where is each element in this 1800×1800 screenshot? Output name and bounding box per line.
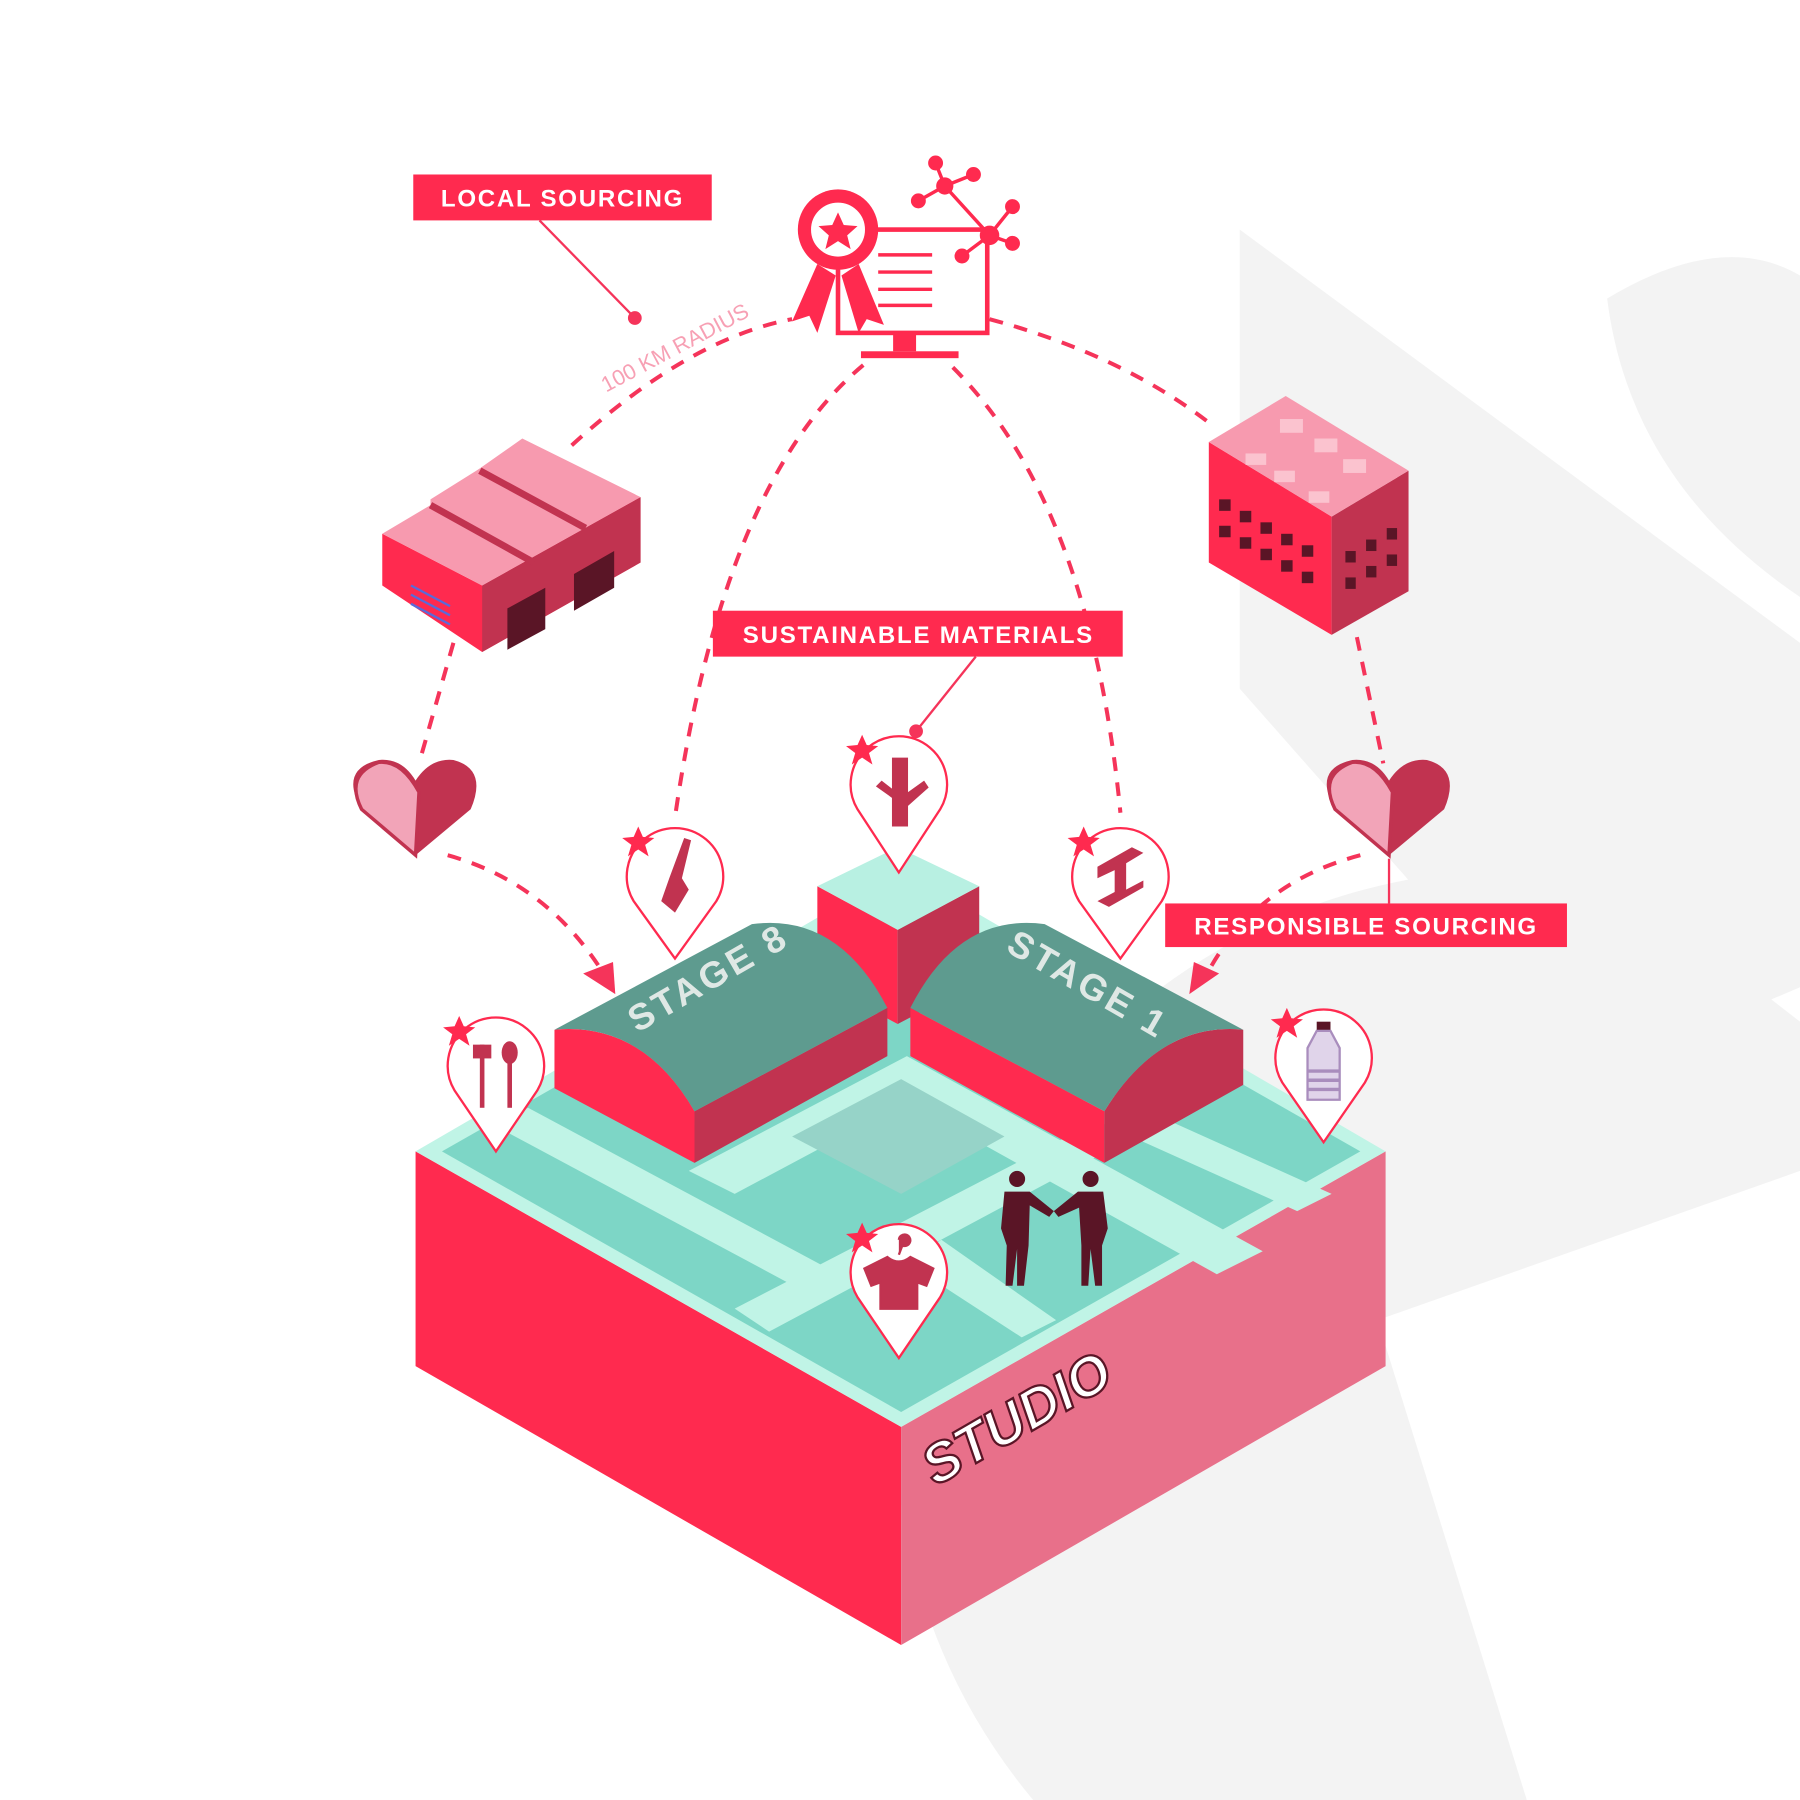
catering-pin[interactable] [443, 1015, 546, 1154]
handshake-heart-icon-right [1326, 759, 1450, 859]
cutlery-icon [472, 1041, 518, 1108]
svg-text:SUSTAINABLE MATERIALS: SUSTAINABLE MATERIALS [743, 622, 1094, 649]
connector-lines [417, 317, 1386, 995]
tshirt-icon [862, 1233, 935, 1310]
people-handshake-icon [1001, 1170, 1108, 1286]
responsible-sourcing-label: RESPONSIBLE SOURCING [1165, 903, 1567, 948]
wood-log-icon [875, 757, 929, 827]
steel-beam-icon [1097, 847, 1144, 907]
local-sourcing-label: LOCAL SOURCING [413, 174, 712, 221]
arrow-head-right [1189, 961, 1220, 995]
stage-8-building: STAGE 8 [554, 915, 888, 1163]
sustainable-materials-label: SUSTAINABLE MATERIALS [712, 610, 1123, 657]
certificate-monitor-icon [792, 189, 990, 359]
steel-pin[interactable] [1067, 826, 1170, 961]
handshake-heart-icon-left [353, 759, 477, 859]
factory-icon [1208, 396, 1409, 635]
network-icon [910, 155, 1020, 264]
studio-block: STUDIO [415, 869, 1386, 1646]
map-pins [443, 734, 1373, 1361]
wardrobe-pin[interactable] [846, 1222, 949, 1361]
water-bottle-icon [1306, 1021, 1341, 1101]
paintbrush-pin[interactable] [622, 826, 725, 961]
svg-text:RESPONSIBLE SOURCING: RESPONSIBLE SOURCING [1194, 913, 1538, 940]
arrow-head-left [583, 961, 616, 995]
bottle-pin[interactable] [1270, 1007, 1373, 1145]
wood-pin[interactable] [846, 734, 949, 875]
paintbrush-icon [661, 838, 692, 913]
svg-text:LOCAL SOURCING: LOCAL SOURCING [441, 186, 684, 213]
warehouse-icon [382, 438, 641, 653]
radius-label: 100 KM RADIUS [597, 298, 753, 397]
